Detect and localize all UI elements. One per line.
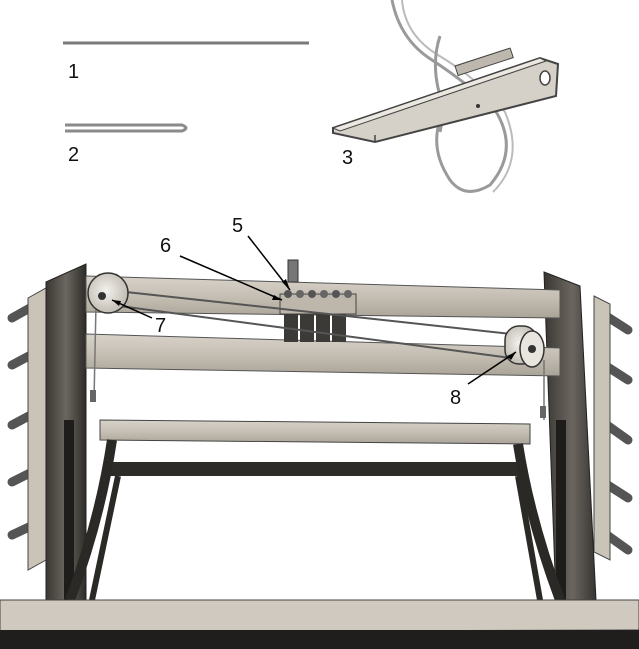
control-knobs (284, 290, 352, 298)
callout-6: 6 (160, 235, 171, 257)
pulley-cord (90, 289, 546, 420)
loom-frame (0, 259, 639, 649)
callout-8: 8 (450, 387, 461, 409)
pulley-left (87, 272, 129, 314)
callout-3: 3 (342, 147, 353, 169)
pulley-right (504, 325, 545, 368)
leader-lines (111, 235, 517, 385)
part-2-hook-rod (65, 123, 188, 133)
callout-1: 1 (68, 61, 79, 83)
callout-2: 2 (68, 144, 79, 166)
callout-7: 7 (155, 315, 166, 337)
callout-5: 5 (232, 215, 243, 237)
part-3-slider-block (331, 0, 560, 193)
